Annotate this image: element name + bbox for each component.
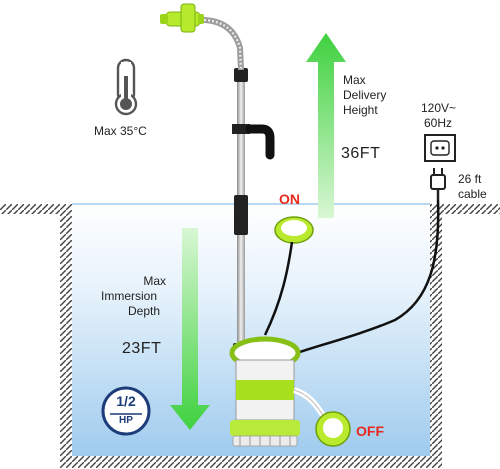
immersion-label-line3: Depth — [128, 304, 161, 318]
power-outlet-icon — [424, 134, 456, 162]
immersion-label-line2: Immersion — [101, 289, 158, 303]
power-cable — [299, 199, 440, 354]
ground-right — [440, 204, 500, 214]
horsepower-badge — [101, 386, 151, 436]
delivery-height-arrow — [306, 33, 346, 218]
pump-body — [229, 336, 301, 447]
float-on-label: ON — [279, 191, 300, 207]
cable-label: cable — [458, 187, 487, 201]
float-switch-on — [263, 216, 314, 336]
float-switch-off — [292, 387, 351, 447]
power-plug-icon — [430, 168, 446, 200]
delivery-label-line2: Delivery — [343, 88, 387, 102]
immersion-depth-arrow — [170, 228, 210, 430]
frequency-label: 60Hz — [424, 116, 453, 130]
thermometer-icon — [114, 58, 138, 116]
float-off-label: OFF — [356, 423, 384, 439]
pit-wall-left — [60, 204, 72, 466]
immersion-depth-value: 23FT — [122, 340, 162, 357]
voltage-label: 120V~ — [421, 101, 457, 115]
delivery-height-value: 36FT — [341, 145, 381, 162]
horsepower-unit: HP — [119, 415, 133, 426]
cable-length-label: 26 ft — [458, 172, 482, 186]
hose-connector — [160, 3, 204, 33]
ground-left — [0, 204, 66, 214]
horsepower-value: 1/2 — [116, 393, 136, 409]
delivery-label-line1: Max — [343, 73, 366, 87]
immersion-label-line1: Max — [143, 274, 166, 288]
max-temperature-label: Max 35°C — [94, 124, 147, 138]
pit-floor — [60, 456, 442, 468]
delivery-label-line3: Height — [343, 103, 378, 117]
